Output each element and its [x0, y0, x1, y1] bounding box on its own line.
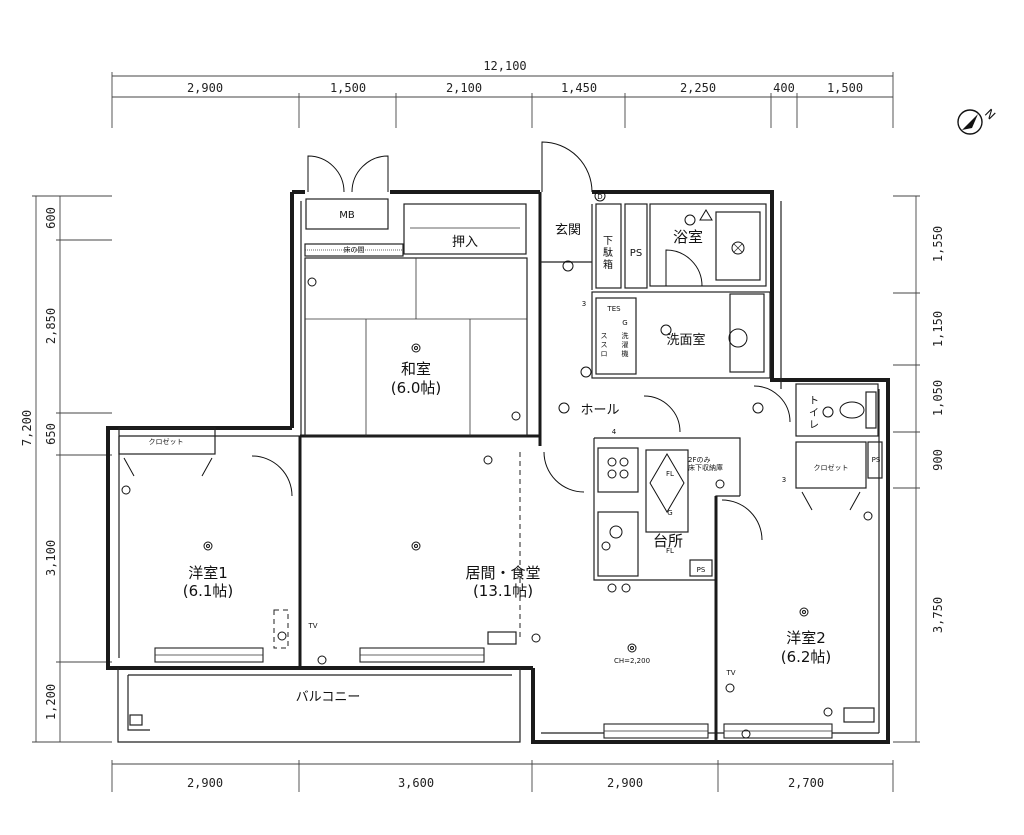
yoshitsu1-name: 洋室1	[188, 564, 228, 582]
g-label-washroom: G	[622, 319, 627, 327]
dimensions-left: 7,200 600 2,850 650 3,100 1,200	[20, 195, 112, 743]
closet1-label: クロゼット	[149, 437, 184, 446]
genkan-label: 玄関	[555, 223, 581, 238]
dim-left-4: 3,100	[44, 540, 58, 576]
d-label: D	[597, 193, 602, 201]
getabako-3: 箱	[603, 258, 613, 271]
getabako-1: 下	[603, 236, 613, 247]
interior-walls	[118, 192, 883, 742]
doors	[123, 141, 861, 541]
dim-top-total: 12,100	[483, 59, 526, 73]
fixture-symbols	[121, 190, 875, 739]
fl-label-1: FL	[666, 470, 674, 478]
underfloor-2: 床下収納庫	[688, 463, 723, 472]
tes-label: TES	[606, 305, 621, 313]
closet2-label: クロゼット	[814, 463, 849, 472]
dim-left-total: 7,200	[20, 410, 34, 446]
dim-top-2: 1,500	[330, 81, 366, 95]
ceiling-height-label: CH=2,200	[614, 657, 650, 665]
count3a-label: 3	[582, 300, 586, 308]
dim-right-4: 900	[931, 449, 945, 471]
getabako-2: 駄	[603, 246, 613, 259]
fl-label-2: FL	[666, 547, 674, 555]
dim-top-3: 2,100	[446, 81, 482, 95]
room-labels: MB 押入 床の間 和室 (6.0帖) 玄関 下 駄 箱 PS 浴室 洗面室 ホ…	[149, 210, 881, 705]
balcony-label: バルコニー	[296, 690, 361, 705]
washer-3: 機	[622, 349, 629, 358]
ps2-label: PS	[872, 456, 881, 464]
dimensions-top: 12,100 2,900 1,500 2,100 1,450 2,250 400…	[111, 59, 894, 128]
dim-left-2: 2,850	[44, 308, 58, 344]
washer-1: 洗	[622, 331, 629, 340]
living-size: (13.1帖)	[473, 582, 533, 600]
dim-top-1: 2,900	[187, 81, 223, 95]
ps1-label: PS	[630, 248, 642, 259]
dim-right-5: 3,750	[931, 597, 945, 633]
dim-bottom-2: 3,600	[398, 776, 434, 790]
count4-label: 4	[612, 428, 617, 436]
oshiire-label: 押入	[452, 235, 478, 250]
dim-bottom-3: 2,900	[607, 776, 643, 790]
north-label: N	[982, 106, 998, 122]
symbol-labels: TES G G 洗 濯 機 ス ス ロ FL FL TV TV D 3 3 4	[307, 193, 786, 677]
dim-left-1: 600	[44, 207, 58, 229]
gas-3: ロ	[601, 350, 608, 358]
hall-label: ホール	[580, 403, 619, 418]
tv-label-2: TV	[725, 669, 735, 677]
dim-right-1: 1,550	[931, 226, 945, 262]
dim-top-5: 2,250	[680, 81, 716, 95]
count3b-label: 3	[782, 476, 786, 484]
north-arrow-icon: N	[957, 106, 998, 135]
washitsu-size: (6.0帖)	[391, 379, 442, 397]
yoshitsu1-size: (6.1帖)	[183, 582, 234, 600]
yoshitsu2-name: 洋室2	[786, 629, 826, 647]
tv-label-1: TV	[307, 622, 317, 630]
dim-left-3: 650	[44, 423, 58, 445]
dim-top-6: 400	[773, 81, 795, 95]
g-label-kitchen: G	[667, 509, 672, 517]
dim-bottom-4: 2,700	[788, 776, 824, 790]
toilet-3: レ	[809, 420, 819, 431]
dim-right-2: 1,150	[931, 311, 945, 347]
toilet-2: イ	[809, 408, 819, 419]
dim-top-4: 1,450	[561, 81, 597, 95]
dimensions-bottom: 2,900 3,600 2,900 2,700	[111, 760, 894, 792]
tokonoma-label: 床の間	[344, 245, 365, 254]
mb-label: MB	[339, 210, 355, 221]
dim-top-7: 1,500	[827, 81, 863, 95]
gas-2: ス	[601, 341, 608, 349]
daidokoro-label: 台所	[653, 532, 683, 550]
dim-left-5: 1,200	[44, 684, 58, 720]
gas-1: ス	[601, 332, 608, 340]
living-name: 居間・食堂	[465, 564, 540, 582]
yoshitsu2-size: (6.2帖)	[781, 648, 832, 666]
underfloor-1: 2Fのみ	[688, 456, 710, 464]
dim-bottom-1: 2,900	[187, 776, 223, 790]
washitsu-name: 和室	[401, 360, 431, 378]
senmen-label: 洗面室	[666, 332, 705, 348]
dimensions-right: 1,550 1,150 1,050 900 3,750	[893, 195, 945, 743]
yokushitsu-label: 浴室	[673, 228, 703, 246]
toilet-1: ト	[809, 396, 819, 407]
washer-2: 濯	[622, 340, 629, 349]
windows	[154, 647, 833, 739]
ps3-label: PS	[697, 566, 706, 574]
dim-right-3: 1,050	[931, 380, 945, 416]
